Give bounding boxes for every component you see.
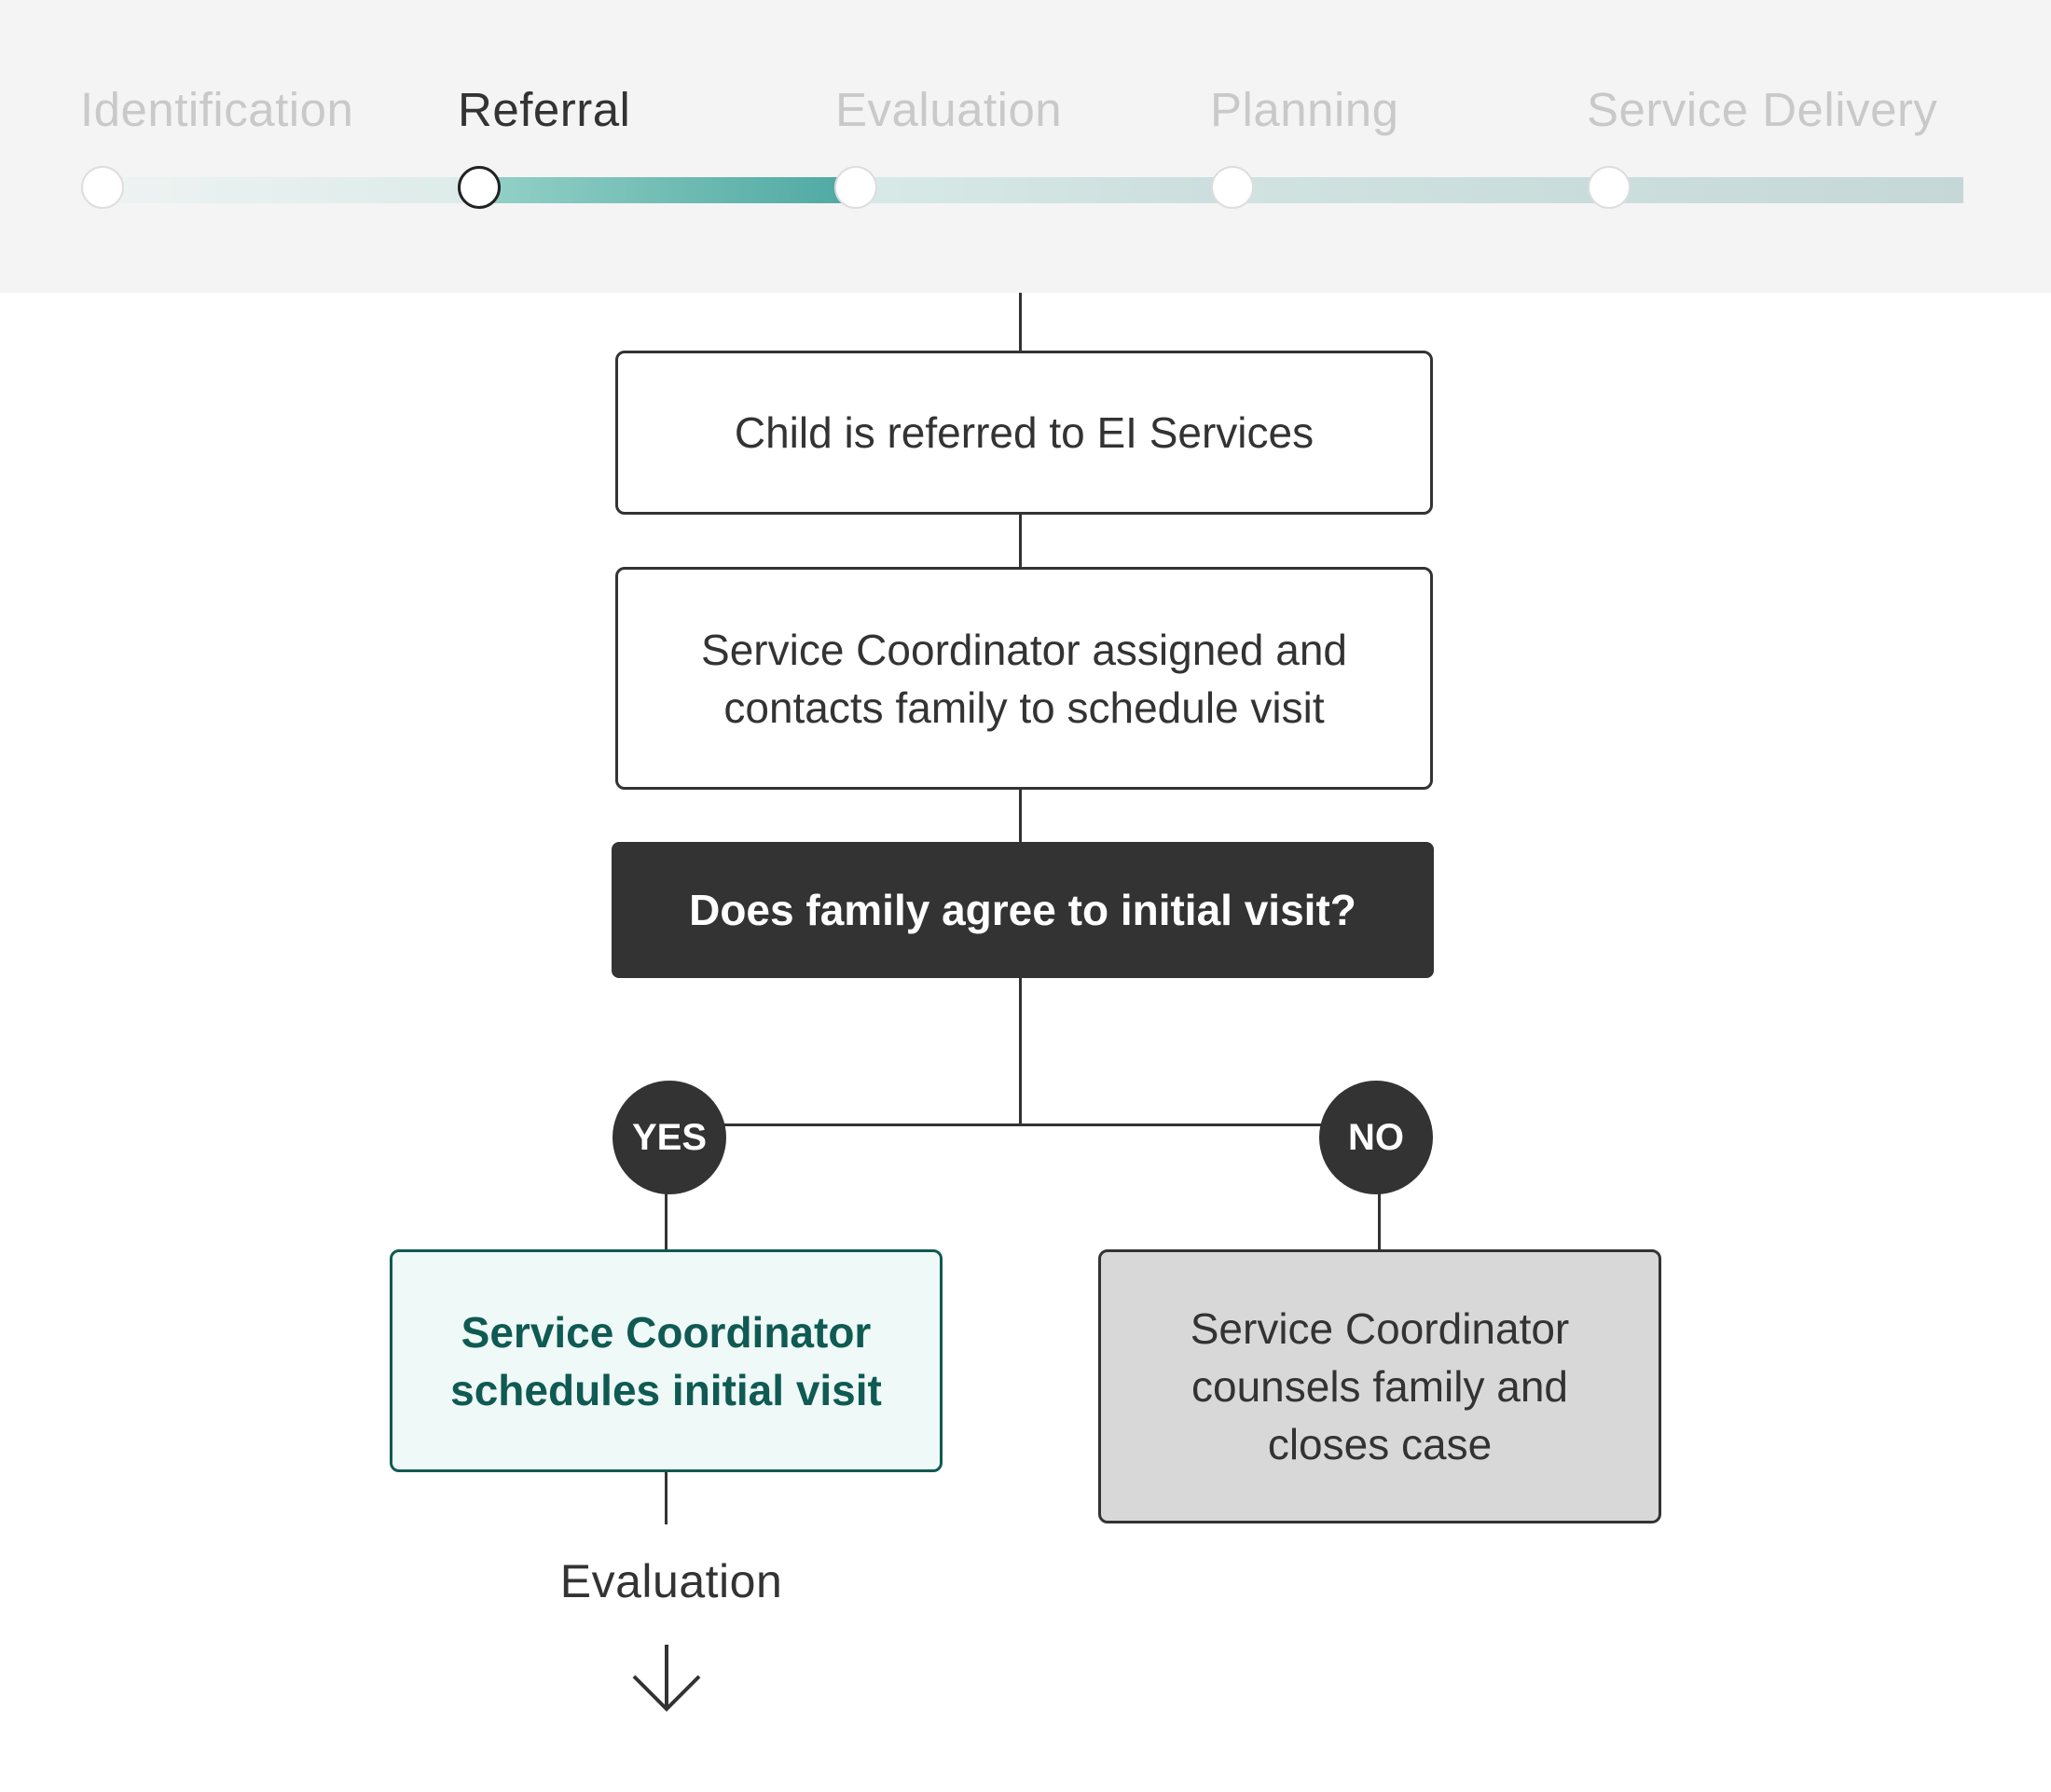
step-dot-referral[interactable] — [458, 166, 501, 209]
connector-step1-step2 — [1019, 513, 1022, 569]
no-outcome-line2: counsels family and — [1191, 1362, 1568, 1411]
flow-step-coordinator-line2: contacts family to schedule visit — [723, 682, 1325, 732]
yes-badge: YES — [613, 1081, 726, 1194]
flow-step-referred: Child is referred to EI Services — [615, 351, 1433, 515]
connector-branch-horizontal — [668, 1123, 1380, 1126]
connector-top — [1019, 293, 1022, 352]
connector-no-down — [1378, 1193, 1381, 1251]
arrow-down-icon[interactable] — [630, 1641, 703, 1714]
step-label-evaluation[interactable]: Evaluation — [835, 83, 1063, 136]
progress-track — [103, 177, 1963, 203]
yes-badge-text: YES — [631, 1116, 708, 1158]
flow-step-coordinator-line1: Service Coordinator assigned and — [701, 625, 1347, 674]
connector-yes-down — [665, 1193, 668, 1251]
step-dot-planning[interactable] — [1211, 166, 1254, 209]
flow-step-referred-text: Child is referred to EI Services — [734, 408, 1315, 457]
step-label-planning[interactable]: Planning — [1210, 83, 1399, 136]
no-outcome-box: Service Coordinator counsels family and … — [1098, 1249, 1661, 1523]
connector-step2-decision — [1019, 788, 1022, 844]
connector-decision-branch — [1019, 977, 1022, 1126]
step-dot-identification[interactable] — [81, 166, 124, 209]
decision-text: Does family agree to initial visit? — [689, 886, 1356, 934]
next-step-evaluation-label[interactable]: Evaluation — [559, 1555, 783, 1607]
no-outcome-line3: closes case — [1267, 1420, 1493, 1468]
yes-outcome-box: Service Coordinator schedules initial vi… — [390, 1249, 943, 1472]
flow-step-coordinator-assigned: Service Coordinator assigned and contact… — [615, 567, 1433, 790]
step-label-service-delivery[interactable]: Service Delivery — [1587, 83, 1938, 136]
no-outcome-line1: Service Coordinator — [1190, 1304, 1570, 1353]
step-label-identification[interactable]: Identification — [80, 83, 354, 136]
step-label-referral[interactable]: Referral — [458, 83, 631, 136]
no-badge: NO — [1319, 1081, 1433, 1194]
connector-yes-to-evaluation — [665, 1470, 668, 1524]
yes-outcome-line2: schedules initial visit — [450, 1365, 882, 1414]
step-dot-evaluation[interactable] — [834, 166, 877, 209]
no-badge-text: NO — [1348, 1116, 1404, 1158]
step-dot-service-delivery[interactable] — [1588, 166, 1631, 209]
yes-outcome-line1: Service Coordinator — [461, 1307, 872, 1357]
decision-box: Does family agree to initial visit? — [612, 842, 1434, 978]
progress-header: Identification Referral Evaluation Plann… — [0, 0, 2051, 293]
